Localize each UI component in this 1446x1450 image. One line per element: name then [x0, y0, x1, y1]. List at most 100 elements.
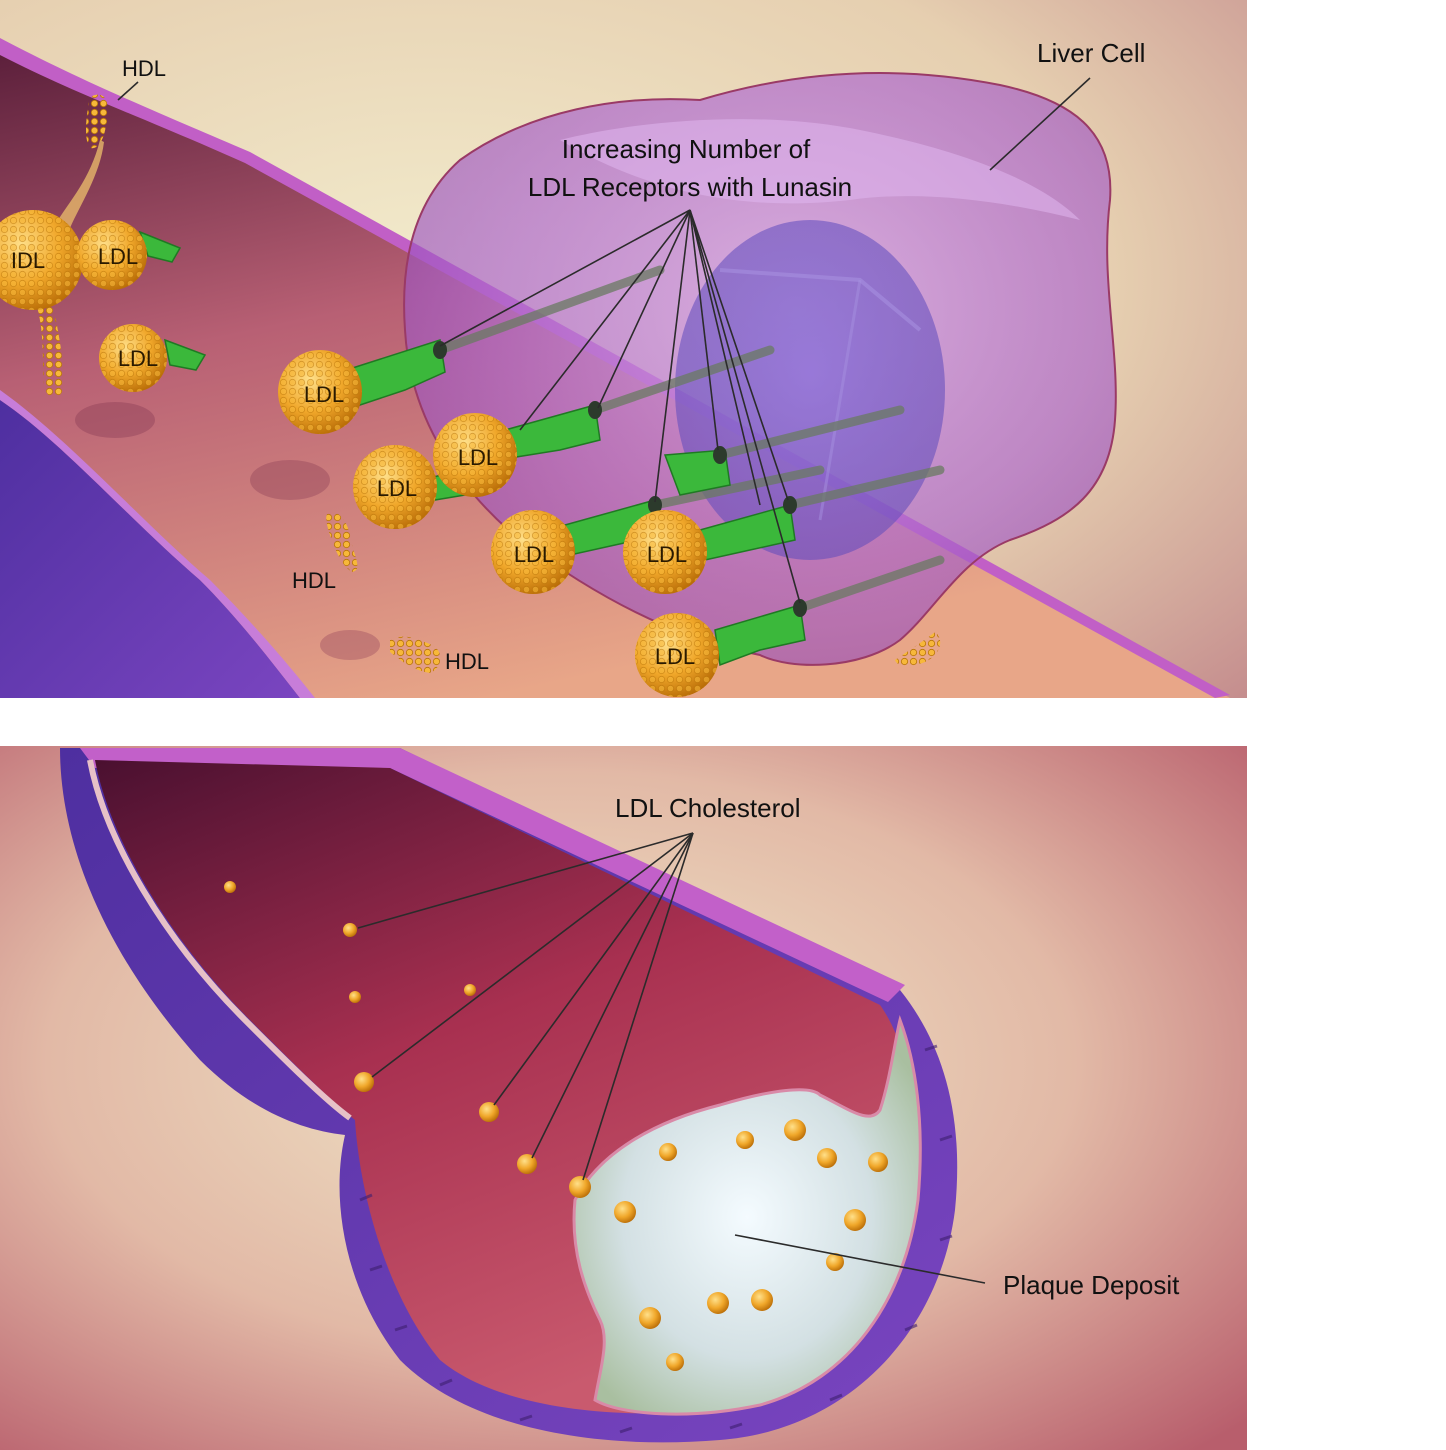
plaque-ldl-particle: [666, 1353, 684, 1371]
liver-cell-nucleus: [675, 220, 945, 560]
label-receptors-line2: LDL Receptors with Lunasin: [528, 172, 852, 202]
leader-line: [439, 209, 691, 347]
ldl-cholesterol-particle: [354, 1072, 374, 1092]
receptor-stalk: [715, 405, 905, 460]
wall-tick: [924, 1044, 938, 1052]
artery-wall-texture: [359, 1044, 953, 1434]
wall-tick: [729, 1422, 743, 1430]
ldl-label: LDL: [655, 644, 695, 669]
receptor-tip: [433, 341, 447, 359]
plaque-ldl-particle: [751, 1289, 773, 1311]
receptor-stalk: [795, 555, 945, 613]
ldl-particle: LDL: [77, 220, 147, 290]
liver-cell-highlight: [560, 119, 1080, 220]
ldl-label: LDL: [118, 346, 158, 371]
leader-line: [689, 209, 761, 506]
leader-line: [519, 209, 691, 431]
blood-shadow: [250, 460, 330, 500]
receptor-stalk: [435, 265, 665, 355]
ldl-texture: [99, 324, 167, 392]
leader-line: [689, 209, 789, 501]
ldl-cholesterol-particle: [464, 984, 476, 996]
artery-inner-lining: [87, 759, 352, 1121]
nucleus-fold: [818, 279, 862, 521]
leader-line: [582, 832, 694, 1181]
ldl-cholesterol-particle: [349, 991, 361, 1003]
receptor-tips: [433, 341, 807, 617]
blood-shadow: [75, 402, 155, 438]
artery-top-edge: [80, 748, 905, 1002]
leader-line: [117, 81, 139, 101]
wall-tick: [829, 1393, 843, 1402]
ldl-label: LDL: [98, 244, 138, 269]
plaque-ldl-particle: [868, 1152, 888, 1172]
leader-line: [689, 209, 719, 451]
free-ldl-particles: [224, 881, 591, 1198]
ldl-texture: [635, 613, 719, 697]
leader-line: [597, 209, 691, 409]
ldl-texture: [623, 510, 707, 594]
ldl-label: LDL: [304, 382, 344, 407]
ldl-particle: LDL: [99, 324, 167, 392]
ldl-cholesterol-particle: [517, 1154, 537, 1174]
ldl-label: LDL: [514, 542, 554, 567]
plaque-ldl-particle: [659, 1143, 677, 1161]
ldl-particle: LDL: [491, 510, 575, 594]
ldl-receptor: [163, 338, 207, 371]
ldl-label: LDL: [377, 476, 417, 501]
label-hdl-mid: HDL: [292, 568, 336, 593]
idl-texture: [0, 210, 83, 310]
ldl-particle: LDL: [635, 613, 719, 697]
plaque-ldl-particle: [736, 1131, 754, 1149]
leader-line: [734, 1234, 986, 1284]
plaque-ldl-particle: [817, 1148, 837, 1168]
receptor-tip: [713, 446, 727, 464]
liver-cell: [403, 72, 1117, 666]
receptor-tip: [783, 496, 797, 514]
leader-line: [493, 832, 694, 1106]
wall-tick: [394, 1324, 408, 1332]
label-ldl-cholesterol: LDL Cholesterol: [615, 793, 800, 823]
ldl-particle: LDL: [623, 510, 707, 594]
wall-tick: [359, 1193, 373, 1202]
plaque-ldl-particles: [614, 1119, 888, 1371]
hdl-blob: [326, 511, 358, 572]
receptor-stalks: [435, 265, 945, 613]
vessel-lower-edge: [0, 390, 315, 698]
ldl-particle: LDL: [353, 445, 437, 529]
ldl-receptor: [714, 604, 806, 667]
receptor-tip: [793, 599, 807, 617]
plaque-ldl-particle: [639, 1307, 661, 1329]
top-panel: IDL LDL LDL LDL LDL: [0, 0, 1247, 698]
hdl-blob: [86, 94, 109, 149]
ldl-texture: [77, 220, 147, 290]
bottom-panel: LDL Cholesterol Plaque Deposit: [0, 746, 1247, 1450]
label-liver-cell: Liver Cell: [1037, 38, 1145, 68]
vessel-lower-wall: [0, 400, 300, 698]
leader-line: [654, 209, 691, 503]
ldl-particle: LDL: [433, 413, 517, 497]
idl-drip: [35, 300, 64, 398]
ldl-cholesterol-particle: [224, 881, 236, 893]
ldl-particle: LDL: [278, 350, 362, 434]
top-leader-lines: [117, 77, 1091, 604]
ldl-cholesterol-particle: [569, 1176, 591, 1198]
wall-tick: [939, 1234, 953, 1242]
ldl-cholesterol-particle: [479, 1102, 499, 1122]
plaque-ldl-particle: [826, 1253, 844, 1271]
wall-tick: [939, 1134, 953, 1142]
blood-shadow: [320, 630, 380, 660]
leader-line: [689, 209, 801, 604]
bottom-leader-lines: [357, 832, 986, 1284]
idl-label: IDL: [11, 248, 45, 273]
idl-particle: IDL: [0, 210, 83, 310]
label-receptors-line1: Increasing Number of: [562, 134, 811, 164]
plaque-ldl-particle: [844, 1209, 866, 1231]
ldl-label: LDL: [647, 542, 687, 567]
receptor-stalk: [650, 465, 825, 510]
ldl-receptors: [138, 230, 806, 667]
receptor-stalk: [785, 465, 945, 510]
wall-tick: [904, 1323, 918, 1332]
leader-line: [531, 832, 694, 1159]
